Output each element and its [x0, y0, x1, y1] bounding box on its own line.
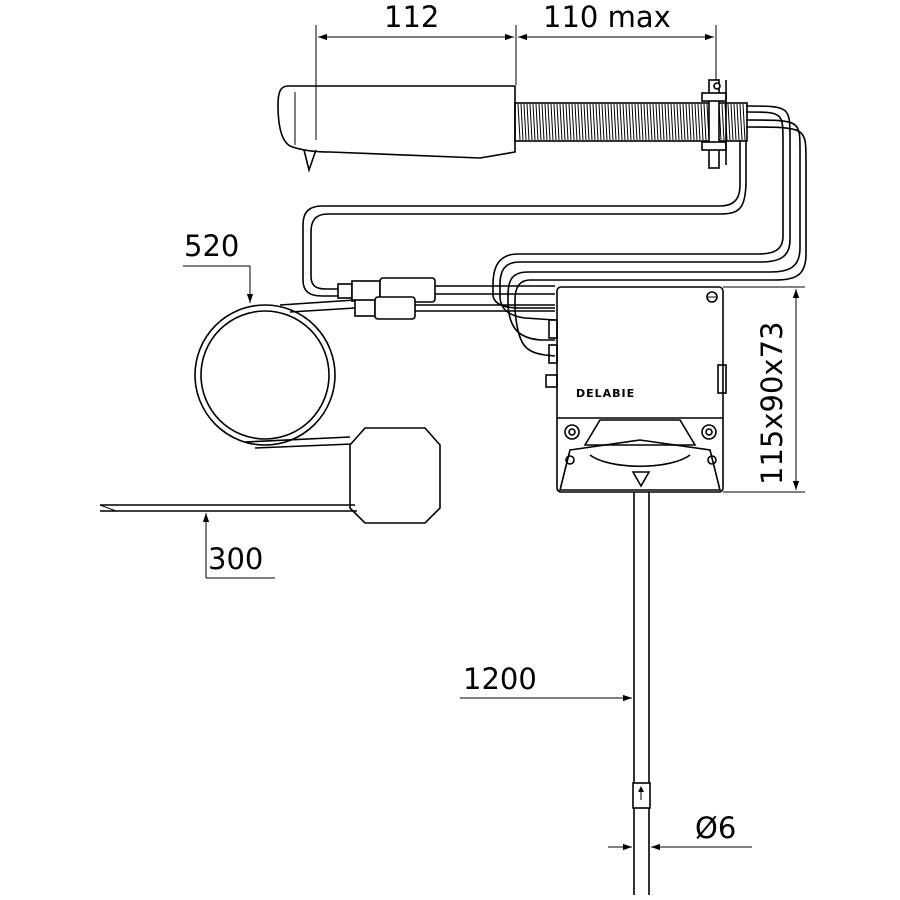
thread-line	[721, 103, 725, 141]
thread-line	[661, 103, 665, 141]
thread-line	[727, 103, 731, 141]
cable-bundle	[302, 105, 807, 357]
thread-line	[637, 103, 641, 141]
thread-line	[610, 103, 614, 141]
thread-line	[652, 103, 656, 141]
thread-line	[703, 103, 707, 141]
thread-line	[586, 103, 590, 141]
thread-line	[640, 103, 644, 141]
thread-line	[625, 103, 629, 141]
thread-line	[646, 103, 650, 141]
thread-line	[577, 103, 581, 141]
thread-line	[679, 103, 683, 141]
thread-line	[673, 103, 677, 141]
thread-line	[631, 103, 635, 141]
thread-line	[598, 103, 602, 141]
brand-label: DELABIE	[576, 387, 635, 400]
thread-line	[589, 103, 593, 141]
thread-line	[547, 103, 551, 141]
thread-line	[571, 103, 575, 141]
dim-box-size: 115x90x73	[755, 322, 789, 485]
spout	[277, 85, 516, 173]
thread-line	[517, 103, 521, 141]
thread-line	[685, 103, 689, 141]
dimension-lines	[183, 25, 805, 851]
dim-hose-length: 1200	[463, 662, 537, 696]
thread-line	[628, 103, 632, 141]
thread-line	[604, 103, 608, 141]
thread-line	[739, 103, 743, 141]
thread-line	[634, 103, 638, 141]
dim-spout-length: 112	[384, 0, 439, 34]
thread-line	[532, 103, 536, 141]
thread-line	[550, 103, 554, 141]
thread-line	[580, 103, 584, 141]
thread-line	[595, 103, 599, 141]
thread-line	[562, 103, 566, 141]
thread-line	[700, 103, 704, 141]
threaded-shank	[514, 102, 748, 142]
dim-hose-diameter: Ø6	[695, 811, 736, 845]
thread-line	[535, 103, 539, 141]
thread-line	[565, 103, 569, 141]
mounting-nut	[701, 79, 727, 169]
thread-line	[526, 103, 530, 141]
thread-line	[691, 103, 695, 141]
thread-line	[676, 103, 680, 141]
thread-line	[682, 103, 686, 141]
thread-line	[520, 103, 524, 141]
cable-connector	[337, 277, 555, 320]
thread-line	[730, 103, 734, 141]
solenoid-box	[545, 286, 727, 493]
dim-sensor-cable: 520	[184, 229, 239, 263]
thread-line	[601, 103, 605, 141]
thread-line	[583, 103, 587, 141]
thread-line	[697, 103, 701, 141]
thread-line	[538, 103, 542, 141]
thread-line	[619, 103, 623, 141]
thread-line	[559, 103, 563, 141]
transformer-block	[99, 427, 441, 524]
thread-line	[688, 103, 692, 141]
thread-line	[616, 103, 620, 141]
thread-line	[664, 103, 668, 141]
thread-line	[694, 103, 698, 141]
thread-line	[649, 103, 653, 141]
thread-line	[553, 103, 557, 141]
thread-line	[736, 103, 740, 141]
thread-line	[658, 103, 662, 141]
thread-line	[733, 103, 737, 141]
thread-line	[544, 103, 548, 141]
thread-line	[556, 103, 560, 141]
thread-line	[613, 103, 617, 141]
thread-line	[655, 103, 659, 141]
thread-line	[667, 103, 671, 141]
thread-line	[574, 103, 578, 141]
dim-power-cable: 300	[208, 542, 263, 576]
thread-line	[622, 103, 626, 141]
thread-line	[568, 103, 572, 141]
thread-line	[529, 103, 533, 141]
sensor-cable-coil	[194, 299, 356, 449]
supply-hose	[632, 492, 651, 895]
dim-thread-length: 110 max	[543, 0, 671, 34]
thread-line	[670, 103, 674, 141]
thread-line	[523, 103, 527, 141]
thread-line	[643, 103, 647, 141]
thread-line	[541, 103, 545, 141]
thread-line	[742, 103, 746, 141]
thread-line	[607, 103, 611, 141]
thread-line	[592, 103, 596, 141]
